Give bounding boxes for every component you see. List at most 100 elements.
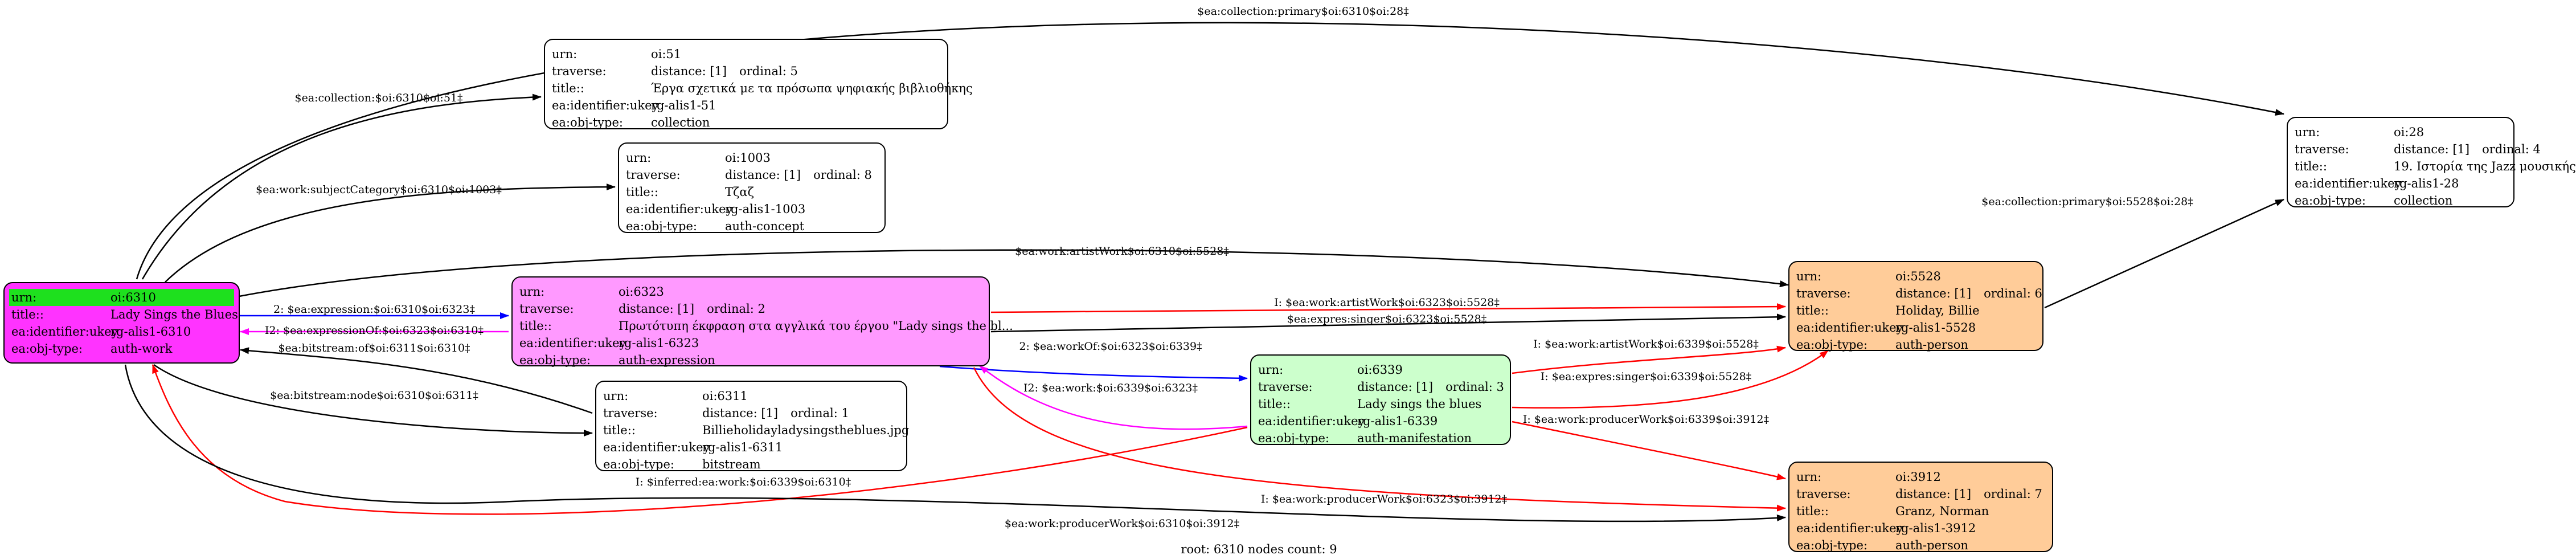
ukey-value: rg-alis1-5528 [1895, 321, 1976, 334]
type-key: ea:obj-type: [519, 353, 591, 367]
urn-value: oi:51 [651, 47, 682, 61]
title-key: title:: [1796, 504, 1829, 518]
type-key: ea:obj-type: [552, 116, 623, 129]
ordinal-value: ordinal: 7 [1984, 487, 2042, 501]
type-key: ea:obj-type: [1258, 431, 1329, 445]
edge-label: I: $ea:work:producerWork$oi:6323$oi:3912… [1261, 493, 1507, 505]
title-key: title:: [11, 308, 44, 321]
traverse-key: traverse: [552, 64, 607, 78]
urn-key: urn: [603, 389, 629, 403]
type-key: ea:obj-type: [603, 458, 674, 471]
ukey-key: ea:identifier:ukey [1796, 521, 1903, 535]
node-1003[interactable]: urn:oi:1003 traverse:distance: [1]ordina… [618, 142, 886, 233]
urn-key: urn: [1796, 470, 1822, 484]
ukey-value: rg-alis1-6311 [702, 440, 783, 454]
title-key: title:: [552, 81, 584, 95]
edge-label: I: $ea:work:producerWork$oi:6339$oi:3912… [1523, 413, 1769, 426]
type-value: collection [2394, 194, 2453, 207]
ordinal-value: ordinal: 1 [791, 406, 849, 420]
title-value: Lady Sings the Blues [110, 308, 238, 321]
urn-value: oi:28 [2394, 125, 2425, 139]
title-value: Έργα σχετικά με τα πρόσωπα ψηφιακής βιβλ… [651, 81, 973, 95]
title-value: Granz, Norman [1895, 504, 1989, 518]
edge-label: $ea:work:producerWork$oi:6310$oi:3912‡ [1005, 517, 1239, 530]
edge-label: I: $inferred:ea:work:$oi:6339$oi:6310‡ [636, 476, 851, 488]
edge-label: $ea:work:subjectCategory$oi:6310$oi:1003… [256, 183, 502, 196]
edge-artistwork-6323-5528 [990, 303, 1786, 313]
traverse-value: distance: [1] [725, 168, 801, 182]
type-key: ea:obj-type: [2295, 194, 2366, 207]
ukey-value: rg-alis1-3912 [1895, 521, 1976, 535]
node-3912[interactable]: urn: oi:3912 traverse: distance: [1] ordina… [1788, 462, 2053, 552]
title-value: Lady sings the blues [1357, 397, 1482, 411]
edge-collection-primary-6310-28 [136, 22, 2284, 280]
edge-label: I: $ea:work:artistWork$oi:6323$oi:5528‡ [1274, 296, 1500, 309]
edge-singer-6323-5528 [990, 313, 1786, 333]
ukey-key: ea:identifier:ukey [626, 202, 733, 216]
traverse-value: distance: [1] [1895, 287, 1972, 300]
title-value: Πρωτότυπη έκφραση στα αγγλικά του έργου … [619, 319, 1013, 333]
urn-key: urn: [2295, 125, 2320, 139]
edge-subject-6310-1003 [165, 183, 616, 283]
edge-collection-6310-51 [141, 93, 542, 280]
traverse-key: traverse: [1796, 487, 1851, 501]
traverse-value: distance: [1] [1895, 487, 1972, 501]
graph-footer: root: 6310 nodes count: 9 [1181, 542, 1337, 556]
node-51[interactable]: urn:oi:51 traverse:distance: [1]ordinal:… [544, 39, 973, 129]
ordinal-value: ordinal: 3 [1445, 380, 1504, 394]
ordinal-value: ordinal: 6 [1984, 287, 2042, 300]
edge-label: $ea:bitstream:of$oi:6311$oi:6310‡ [278, 342, 470, 354]
title-key: title:: [626, 185, 658, 199]
ukey-key: ea:identifier:ukey [11, 325, 118, 338]
type-value: auth-manifestation [1357, 431, 1472, 445]
urn-key: urn: [552, 47, 578, 61]
node-6310[interactable]: urn:oi:6310 title::Lady Sings the Blues … [3, 282, 240, 364]
type-key: ea:obj-type: [626, 219, 697, 233]
traverse-key: traverse: [1796, 287, 1851, 300]
traverse-value: distance: [1] [619, 302, 695, 316]
edge-producer-6339-3912 [1512, 421, 1786, 480]
urn-value: oi:6310 [110, 289, 234, 306]
edge-label: I: $ea:work:artistWork$oi:6339$oi:5528‡ [1533, 338, 1759, 350]
ukey-key: ea:identifier:ukey [519, 336, 626, 350]
type-value: auth-person [1895, 538, 1968, 552]
edge-artistwork-6310-5528 [239, 249, 1789, 297]
ukey-value: rg-alis1-1003 [725, 202, 806, 216]
relation-graph: $ea:collection:primary$oi:6310$oi:28‡ $e… [124, 5, 2284, 530]
urn-value: oi:6339 [1357, 363, 1403, 377]
urn-value: oi:1003 [725, 151, 771, 165]
traverse-value: distance: [1] [1357, 380, 1434, 394]
ukey-key: ea:identifier:ukey [552, 99, 659, 112]
edge-label: 2: $ea:expression:$oi:6310$oi:6323‡ [273, 303, 475, 316]
node-6339[interactable]: urn:oi:6339 traverse:distance: [1]ordina… [1250, 354, 1511, 445]
edge-label: 2: $ea:workOf:$oi:6323$oi:6339‡ [1019, 340, 1202, 353]
ukey-key: ea:identifier:ukey [1258, 414, 1365, 428]
edge-label: $ea:collection:primary$oi:5528$oi:28‡ [1981, 195, 2193, 208]
edge-label: I2: $ea:expressionOf:$oi:6323$oi:6310‡ [265, 324, 484, 337]
type-key: ea:obj-type: [11, 342, 83, 356]
edge-producer-6323-3912 [973, 367, 1786, 512]
ordinal-value: ordinal: 8 [813, 168, 872, 182]
urn-key: urn: [9, 289, 110, 306]
edge-workof-6323-6339 [939, 365, 1248, 382]
traverse-key: traverse: [2295, 142, 2349, 156]
urn-value: oi:6311 [702, 389, 748, 403]
traverse-value: distance: [1] [651, 64, 727, 78]
title-value: 19. Ιστορία της Jazz μουσικής [2394, 160, 2576, 173]
node-6311[interactable]: urn:oi:6311 traverse:distance: [1]ordina… [595, 381, 909, 471]
title-key: title:: [519, 319, 552, 333]
edge-label: $ea:bitstream:node$oi:6310$oi:6311‡ [270, 389, 478, 402]
edge-producer-6310-3912 [124, 364, 1786, 523]
ukey-key: ea:identifier:ukey [603, 440, 710, 454]
ukey-value: rg-alis1-51 [651, 99, 716, 112]
node-6323[interactable]: urn:oi:6323 traverse:distance: [1]ordina… [511, 276, 1013, 367]
node-5528[interactable]: urn:oi:5528 traverse:distance: [1]ordina… [1788, 261, 2043, 352]
edge-collection-primary-5528-28 [2044, 198, 2284, 309]
edge-work-6339-6323 [979, 365, 1248, 430]
edge-label: $ea:collection:$oi:6310$oi:51‡ [294, 92, 462, 104]
title-key: title:: [603, 423, 636, 437]
edge-inferred-6339-6310 [151, 364, 1248, 515]
urn-value: oi:3912 [1895, 470, 1941, 484]
title-value: Τζαζ [725, 185, 754, 199]
node-28[interactable]: urn:oi:28 traverse:distance: [1]ordinal:… [2287, 117, 2576, 207]
